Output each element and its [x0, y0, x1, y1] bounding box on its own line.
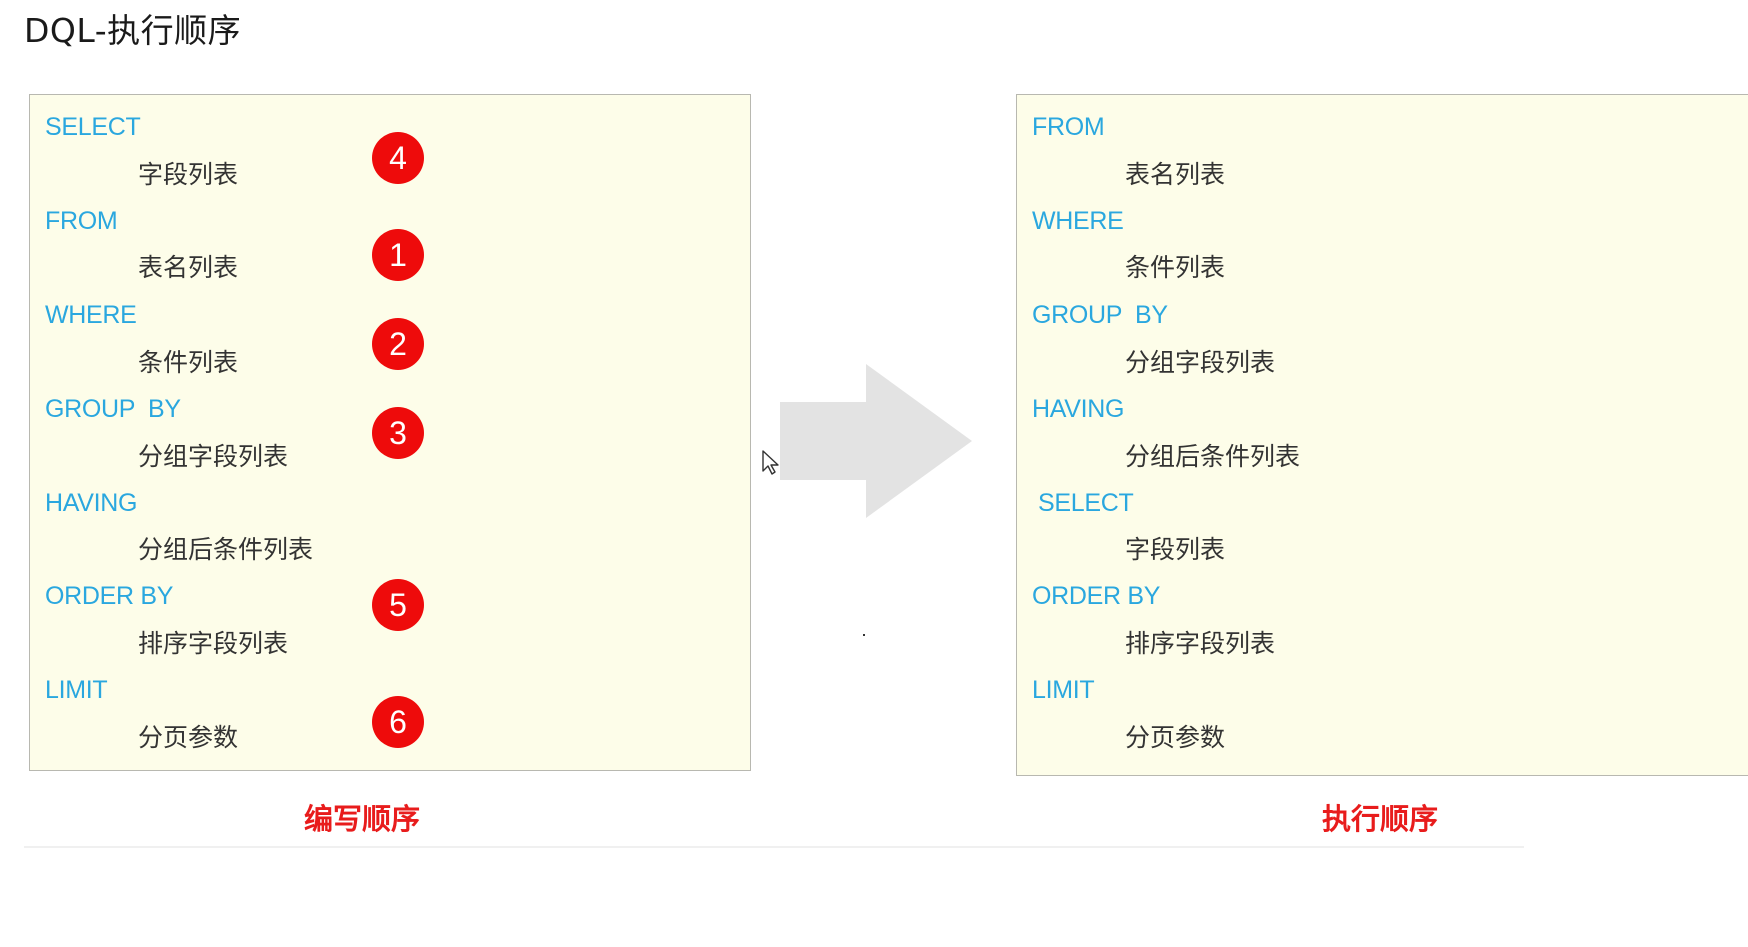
write-order-caption: 编写顺序: [304, 802, 421, 836]
exec-order-panel: FROM 表名列表 WHERE 条件列表 GROUP BY 分组字段列表 HAV…: [1016, 94, 1748, 776]
argument-condition-list: 条件列表: [138, 348, 239, 377]
exec-order-caption: 执行顺序: [1322, 802, 1439, 836]
keyword-from: FROM: [1032, 113, 1105, 141]
argument-group-fields: 分组字段列表: [138, 442, 289, 471]
argument-having-conditions: 分组后条件列表: [138, 535, 314, 564]
step-badge: 6: [372, 696, 424, 748]
divider: [24, 846, 1524, 848]
keyword-order-by: ORDER BY: [45, 582, 174, 610]
argument-field-list: 字段列表: [1125, 535, 1226, 564]
argument-sort-fields: 排序字段列表: [1125, 629, 1276, 658]
argument-having-conditions: 分组后条件列表: [1125, 442, 1301, 471]
keyword-having: HAVING: [1032, 395, 1125, 423]
argument-paging: 分页参数: [1125, 723, 1226, 752]
step-badge: 4: [372, 132, 424, 184]
keyword-group-by: GROUP BY: [45, 395, 181, 423]
argument-condition-list: 条件列表: [1125, 253, 1226, 282]
step-badge: 5: [372, 579, 424, 631]
keyword-where: WHERE: [1032, 207, 1124, 235]
keyword-order-by: ORDER BY: [1032, 582, 1161, 610]
step-badge: 1: [372, 229, 424, 281]
right-arrow-icon: [780, 364, 972, 518]
argument-sort-fields: 排序字段列表: [138, 629, 289, 658]
keyword-from: FROM: [45, 207, 118, 235]
step-badge: 2: [372, 318, 424, 370]
argument-table-list: 表名列表: [1125, 160, 1226, 189]
write-order-panel: SELECT 字段列表 4 FROM 表名列表 1 WHERE 条件列表 2 G…: [29, 94, 751, 771]
argument-field-list: 字段列表: [138, 160, 239, 189]
mouse-pointer-icon: [762, 450, 779, 475]
keyword-having: HAVING: [45, 489, 138, 517]
keyword-where: WHERE: [45, 301, 137, 329]
step-badge: 3: [372, 407, 424, 459]
argument-paging: 分页参数: [138, 723, 239, 752]
page-title: DQL-执行顺序: [24, 11, 242, 50]
argument-table-list: 表名列表: [138, 253, 239, 282]
stray-dot: [863, 634, 865, 636]
keyword-limit: LIMIT: [45, 676, 108, 704]
keyword-group-by: GROUP BY: [1032, 301, 1168, 329]
keyword-limit: LIMIT: [1032, 676, 1095, 704]
keyword-select: SELECT: [45, 113, 141, 141]
keyword-select: SELECT: [1038, 489, 1134, 517]
argument-group-fields: 分组字段列表: [1125, 348, 1276, 377]
